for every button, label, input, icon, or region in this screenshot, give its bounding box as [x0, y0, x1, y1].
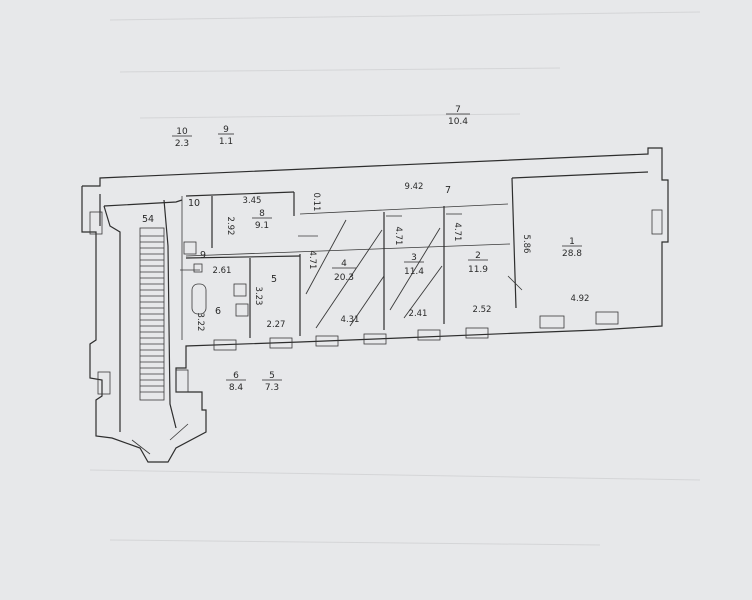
stair-width-label: 54 — [142, 214, 154, 225]
bathroom-fixtures — [183, 241, 249, 317]
stair-icon — [139, 227, 165, 401]
room-7-summary-label: 7 10.4 — [446, 105, 470, 127]
room-5-summary-label: 5 7.3 — [262, 371, 282, 393]
svg-text:11.4: 11.4 — [404, 267, 424, 277]
svg-text:9: 9 — [223, 125, 229, 135]
dim-r6-width: 2.61 — [213, 266, 232, 276]
dim-r4-side: 4.71 — [307, 251, 317, 270]
room-9-number: 9 — [200, 250, 206, 261]
dim-r1-width: 4.92 — [571, 294, 590, 304]
dim-r6-side: 3.22 — [195, 313, 205, 332]
svg-text:4: 4 — [341, 259, 347, 269]
room-2-label: 2 11.9 — [468, 251, 488, 275]
room-3-label: 3 11.4 — [404, 253, 424, 277]
dim-corridor-width: 9.42 — [405, 182, 424, 192]
interior-walls — [185, 171, 649, 338]
room-10-number: 10 — [188, 198, 200, 209]
svg-text:1.1: 1.1 — [219, 137, 233, 147]
svg-text:2.3: 2.3 — [175, 139, 189, 149]
dim-r2-side: 4.71 — [452, 223, 462, 242]
svg-text:9.1: 9.1 — [255, 221, 269, 231]
room-5-number: 5 — [271, 274, 277, 285]
hatch-pattern — [305, 219, 443, 329]
dim-r3-side: 4.71 — [393, 227, 403, 246]
room-7-number: 7 — [445, 185, 451, 196]
svg-text:20.3: 20.3 — [334, 273, 354, 283]
svg-text:11.9: 11.9 — [468, 265, 488, 275]
dim-r8-side: 2.92 — [225, 217, 235, 236]
room-labels: 1 28.8 2 11.9 3 11.4 4 20.3 5 7.3 6 8.4 — [142, 105, 582, 393]
paper-bleed-through — [89, 11, 701, 546]
svg-text:3: 3 — [411, 253, 417, 263]
dim-r1-side: 5.86 — [521, 235, 531, 254]
svg-text:7.3: 7.3 — [265, 383, 279, 393]
svg-text:5: 5 — [269, 371, 275, 381]
svg-text:8.4: 8.4 — [229, 383, 244, 393]
dim-r4-width: 4.31 — [341, 315, 360, 325]
room-9-summary-label: 9 1.1 — [218, 125, 234, 147]
dim-r2-width: 2.52 — [473, 305, 492, 315]
svg-text:1: 1 — [569, 237, 575, 247]
dim-r5-side: 3.23 — [253, 287, 263, 306]
svg-text:28.8: 28.8 — [562, 249, 582, 259]
svg-text:8: 8 — [259, 209, 265, 219]
door-icon — [131, 213, 523, 455]
room-6-summary-label: 6 8.4 — [226, 371, 246, 393]
svg-text:2: 2 — [475, 251, 481, 261]
svg-text:6: 6 — [233, 371, 239, 381]
dim-r8-width: 3.45 — [243, 196, 262, 206]
dimension-labels: 3.45 2.92 0.11 9.42 4.71 4.71 4.71 5.86 … — [195, 182, 589, 331]
svg-text:10.4: 10.4 — [448, 117, 468, 127]
dim-r5-width: 2.27 — [267, 320, 286, 330]
room-10-summary-label: 10 2.3 — [172, 127, 192, 149]
dim-r3-width: 2.41 — [409, 309, 428, 319]
svg-text:7: 7 — [455, 105, 461, 115]
svg-text:10: 10 — [176, 127, 188, 137]
room-4-label: 4 20.3 — [332, 259, 356, 283]
room-6-number: 6 — [215, 306, 221, 317]
window-icon — [89, 209, 663, 395]
outer-walls — [81, 147, 669, 463]
room-8-label: 8 9.1 — [252, 209, 272, 231]
room-1-label: 1 28.8 — [562, 237, 582, 259]
dim-corridor-a: 0.11 — [311, 193, 321, 212]
